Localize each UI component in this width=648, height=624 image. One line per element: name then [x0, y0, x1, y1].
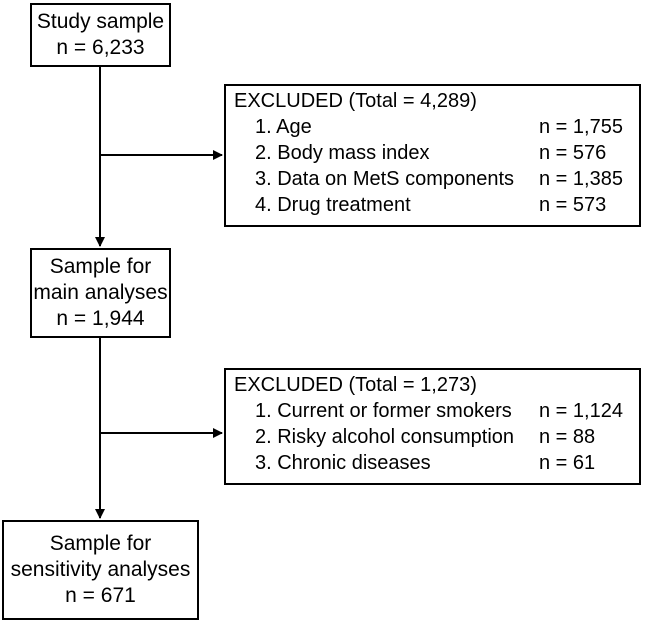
- main-analyses-count: n = 1,944: [56, 307, 145, 330]
- excluded-item: 4. Drug treatment n = 573: [226, 192, 639, 218]
- sensitivity-analyses-label-line1: Sample for: [49, 532, 152, 555]
- excluded-item-label: 1. Age: [255, 116, 312, 138]
- excluded-item: 3. Chronic diseases n = 61: [226, 450, 639, 476]
- main-analyses-label-line2: main analyses: [33, 281, 168, 304]
- excluded-box-2: EXCLUDED (Total = 1,273) 1. Current or f…: [224, 368, 641, 485]
- excluded-item-label: 1. Current or former smokers: [255, 400, 512, 422]
- excluded-item: 3. Data on MetS components n = 1,385: [226, 166, 639, 192]
- excluded-item-label: 4. Drug treatment: [255, 194, 411, 216]
- excluded-box-1: EXCLUDED (Total = 4,289) 1. Age n = 1,75…: [224, 84, 641, 227]
- excluded-item-count: n = 573: [539, 194, 607, 216]
- study-sample-label: Study sample: [36, 10, 165, 33]
- excluded-item: 1. Current or former smokers n = 1,124: [226, 398, 639, 424]
- sensitivity-analyses-label-line2: sensitivity analyses: [10, 558, 191, 581]
- excluded-item: 2. Body mass index n = 576: [226, 140, 639, 166]
- sensitivity-analyses-box: Sample for sensitivity analyses n = 671: [2, 520, 199, 620]
- excluded-item-label: 2. Body mass index: [255, 142, 430, 164]
- excluded-item-count: n = 61: [539, 452, 596, 474]
- excluded-item-count: n = 1,755: [539, 116, 623, 138]
- excluded-item-count: n = 1,385: [539, 168, 623, 190]
- excluded-item-label: 2. Risky alcohol consumption: [255, 426, 515, 448]
- excluded-title-1: EXCLUDED (Total = 4,289): [234, 90, 477, 112]
- main-analyses-box: Sample for main analyses n = 1,944: [30, 248, 171, 338]
- excluded-item: 1. Age n = 1,755: [226, 114, 639, 140]
- main-analyses-label-line1: Sample for: [49, 255, 152, 278]
- study-sample-box: Study sample n = 6,233: [30, 3, 171, 67]
- excluded-item-count: n = 576: [539, 142, 607, 164]
- excluded-item-label: 3. Chronic diseases: [255, 452, 431, 474]
- excluded-item: 2. Risky alcohol consumption n = 88: [226, 424, 639, 450]
- sensitivity-analyses-count: n = 671: [65, 584, 136, 607]
- excluded-title-2: EXCLUDED (Total = 1,273): [234, 374, 477, 396]
- excluded-item-label: 3. Data on MetS components: [255, 168, 515, 190]
- study-sample-count: n = 6,233: [56, 36, 145, 59]
- excluded-item-count: n = 88: [539, 426, 596, 448]
- excluded-item-count: n = 1,124: [539, 400, 623, 422]
